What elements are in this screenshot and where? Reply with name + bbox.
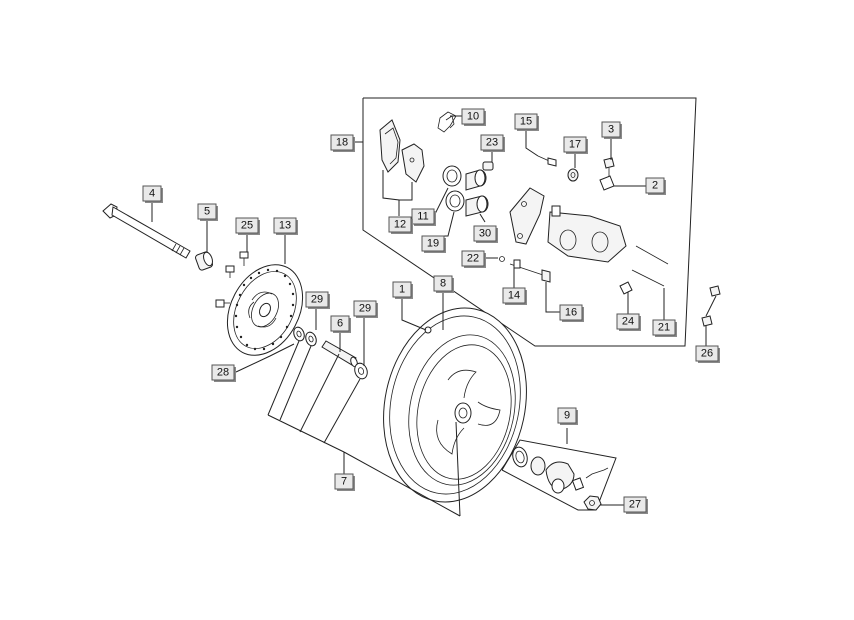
pad-spring-drawing — [437, 111, 457, 133]
svg-text:6: 6 — [337, 318, 343, 330]
part-label-26[interactable]: 26 — [695, 345, 720, 363]
svg-text:3: 3 — [608, 124, 614, 136]
part-label-9[interactable]: 9 — [557, 407, 578, 425]
part-label-29-left[interactable]: 29 — [305, 291, 330, 309]
collar-drawing — [195, 251, 213, 271]
brake-caliper-drawing — [509, 187, 627, 263]
svg-text:13: 13 — [279, 220, 291, 232]
svg-text:30: 30 — [479, 228, 491, 240]
svg-text:15: 15 — [520, 116, 532, 128]
part-label-30[interactable]: 30 — [473, 225, 498, 243]
svg-text:14: 14 — [508, 290, 520, 302]
svg-text:21: 21 — [658, 322, 670, 334]
part-label-7[interactable]: 7 — [334, 473, 355, 491]
svg-text:17: 17 — [569, 139, 581, 151]
part-label-17[interactable]: 17 — [563, 136, 588, 154]
part-label-23[interactable]: 23 — [480, 134, 505, 152]
svg-text:7: 7 — [341, 476, 347, 488]
svg-text:26: 26 — [701, 348, 713, 360]
svg-text:5: 5 — [204, 206, 210, 218]
part-label-3[interactable]: 3 — [601, 121, 622, 139]
part-label-22[interactable]: 22 — [461, 250, 486, 268]
piston-seals-drawing — [442, 165, 489, 217]
part-label-27[interactable]: 27 — [623, 496, 648, 514]
part-label-28[interactable]: 28 — [211, 364, 236, 382]
svg-text:19: 19 — [427, 238, 439, 250]
svg-text:18: 18 — [336, 137, 348, 149]
part-label-14[interactable]: 14 — [502, 287, 527, 305]
part-label-1[interactable]: 1 — [392, 281, 413, 299]
svg-text:29: 29 — [311, 294, 323, 306]
svg-text:25: 25 — [241, 220, 253, 232]
part-label-29-right[interactable]: 29 — [353, 300, 378, 318]
brake-pads-drawing — [379, 119, 425, 183]
svg-text:8: 8 — [440, 278, 446, 290]
svg-text:2: 2 — [652, 180, 658, 192]
caliper-pins-drawing — [499, 245, 721, 327]
svg-text:22: 22 — [467, 253, 479, 265]
svg-text:27: 27 — [629, 499, 641, 511]
disc-bolts-drawing — [215, 251, 249, 308]
part-label-11[interactable]: 11 — [411, 208, 436, 226]
part-label-15[interactable]: 15 — [514, 113, 539, 131]
bearings-and-spacer-drawing — [293, 326, 368, 380]
svg-text:11: 11 — [417, 211, 428, 223]
svg-text:10: 10 — [467, 111, 479, 123]
front-wheel-drawing — [383, 307, 527, 503]
svg-text:9: 9 — [564, 410, 570, 422]
caliper-group-outline — [362, 97, 697, 347]
part-label-10[interactable]: 10 — [461, 108, 486, 126]
part-label-18[interactable]: 18 — [330, 134, 355, 152]
part-label-21[interactable]: 21 — [652, 319, 677, 337]
part-label-5[interactable]: 5 — [197, 203, 218, 221]
svg-text:1: 1 — [399, 284, 405, 296]
axle-nut-drawing — [583, 495, 602, 511]
part-label-2[interactable]: 2 — [645, 177, 666, 195]
part-label-16[interactable]: 16 — [559, 304, 584, 322]
part-label-4[interactable]: 4 — [142, 185, 163, 203]
svg-text:23: 23 — [486, 137, 498, 149]
svg-text:12: 12 — [394, 219, 406, 231]
part-label-24[interactable]: 24 — [616, 313, 641, 331]
svg-text:28: 28 — [217, 367, 229, 379]
brake-disc-drawing — [226, 264, 304, 356]
svg-text:4: 4 — [149, 188, 155, 200]
part-label-25[interactable]: 25 — [235, 217, 260, 235]
svg-text:29: 29 — [359, 303, 371, 315]
part-label-13[interactable]: 13 — [273, 217, 298, 235]
part-label-19[interactable]: 19 — [421, 235, 446, 253]
caliper-small-parts-drawing — [482, 155, 615, 191]
part-label-8[interactable]: 8 — [433, 275, 454, 293]
front-axle-drawing — [102, 203, 191, 259]
speedometer-gear-drawing — [501, 439, 617, 511]
leader-lines — [151, 115, 717, 517]
part-label-6[interactable]: 6 — [330, 315, 351, 333]
svg-text:24: 24 — [622, 316, 634, 328]
part-label-12[interactable]: 12 — [388, 216, 413, 234]
svg-text:16: 16 — [565, 307, 577, 319]
